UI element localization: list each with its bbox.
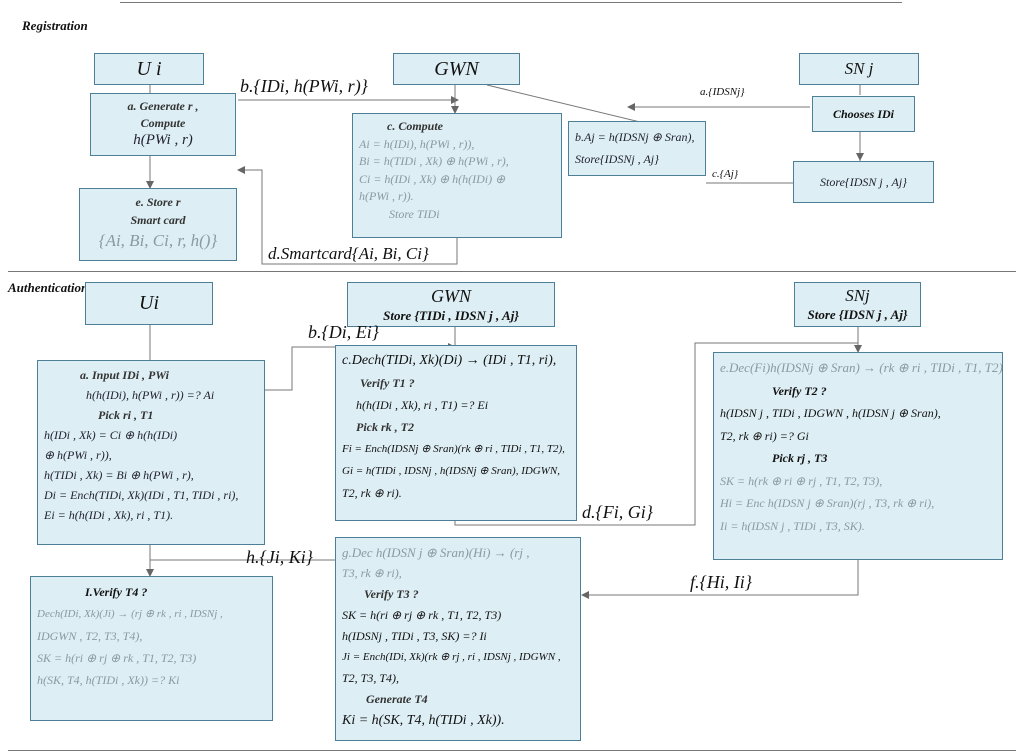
auth-a-line-1: h(h(IDi), h(PWi , r)) =? Ai	[86, 388, 215, 402]
auth-e-line-1: Verify T2 ?	[772, 383, 827, 398]
auth-c-line-1: Verify T1 ?	[360, 376, 415, 390]
auth-ui-entity: Ui	[85, 282, 213, 325]
reg-gwn-label: GWN	[434, 57, 479, 80]
auth-msg-d: d.{Fi, Gi}	[582, 502, 653, 522]
reg-snj-label: SN j	[844, 59, 874, 78]
reg-snj-entity: SN j	[799, 53, 919, 85]
reg-gwn-b-arrow	[486, 84, 641, 123]
reg-c-line-0: c. Compute	[387, 119, 443, 133]
auth-box-e: e.Dec(Fi)h(IDSNj ⊕ Sran) → (rk ⊕ ri , TI…	[713, 352, 1003, 560]
auth-i-line-2: IDGWN , T2, T3, T4),	[37, 629, 143, 643]
auth-a-line-6: Di = Ench(TIDi, Xk)(IDi , T1, TIDi , ri)…	[44, 488, 239, 502]
reg-a-arrow	[628, 85, 861, 107]
reg-c-line-1: Ai = h(IDi), h(PWi , r)),	[359, 136, 475, 151]
auth-c-line-5: Gi = h(TIDi , IDSNj , h(IDSNj ⊕ Sran), I…	[342, 465, 560, 477]
reg-box-chooses: Chooses IDi	[812, 96, 915, 132]
auth-g-line-3: SK = h(ri ⊕ rj ⊕ rk , T1, T2, T3)	[342, 608, 502, 622]
reg-a-line-2: h(PWi , r)	[133, 132, 193, 148]
reg-box-e: e. Store r Smart card {Ai, Bi, Ci, r, h(…	[79, 188, 237, 261]
reg-ui-entity: U i	[94, 53, 204, 85]
reg-box-a: a. Generate r , Compute h(PWi , r)	[90, 93, 236, 156]
auth-snj-label: SNj	[845, 286, 870, 305]
auth-msg-h: h.{Ji, Ki}	[246, 547, 313, 567]
auth-c-line-4: Fi = Ench(IDSNj ⊕ Sran)(rk ⊕ ri , TIDi ,…	[342, 443, 565, 455]
auth-e-line-0: e.Dec(Fi)h(IDSNj ⊕ Sran) → (rk ⊕ ri , TI…	[720, 360, 1003, 375]
reg-e-line-1: Smart card	[130, 213, 186, 227]
reg-c-line-4: h(PWi , r)).	[359, 189, 414, 203]
reg-msg-a: a.{IDSNj}	[700, 86, 745, 98]
reg-chooses-text: Chooses IDi	[832, 106, 894, 121]
reg-d-arrow	[237, 166, 458, 265]
auth-msg-f: f.{Hi, Ii}	[690, 572, 752, 592]
auth-c-line-6: T2, rk ⊕ ri).	[342, 486, 402, 500]
reg-a-line-0: a. Generate r ,	[127, 99, 199, 113]
auth-a-line-2: Pick ri , T1	[98, 408, 154, 422]
reg-c-line-5: Store TIDi	[389, 206, 440, 221]
reg-a-line-1: Compute	[140, 116, 186, 130]
reg-ui-label: U i	[136, 57, 162, 80]
auth-g-line-4: h(IDSNj , TIDi , T3, SK) =? Ii	[342, 629, 487, 643]
reg-e-line-2: {Ai, Bi, Ci, r, h()}	[98, 231, 218, 250]
auth-g-line-7: Generate T4	[366, 692, 428, 706]
reg-b-line-1: Store{IDSNj , Aj}	[575, 152, 659, 166]
reg-e-line-0: e. Store r	[135, 195, 181, 209]
auth-box-i: I.Verify T4 ? Dech(IDi, Xk)(Ji) → (rj ⊕ …	[30, 576, 273, 721]
reg-c-line-2: Bi = h(TIDi , Xk) ⊕ h(PWi , r),	[359, 154, 509, 168]
auth-g-line-5: Ji = Ench(IDi, Xk)(rk ⊕ rj , ri , IDSNj …	[342, 651, 561, 663]
auth-a-line-0: a. Input IDi , PWi	[80, 368, 169, 382]
auth-g-line-1: T3, rk ⊕ ri),	[342, 566, 402, 580]
reg-msg-b: b.{IDi, h(PWi, r)}	[240, 76, 368, 96]
reg-box-b: b.Aj = h(IDSNj ⊕ Sran), Store{IDSNj , Aj…	[568, 121, 706, 176]
auth-i-line-3: SK = h(ri ⊕ rj ⊕ rk , T1, T2, T3)	[37, 651, 197, 665]
auth-box-c: c.Dech(TIDi, Xk)(Di) → (IDi , T1, ri), V…	[335, 345, 577, 521]
top-rule	[120, 2, 902, 3]
registration-rule	[8, 271, 1016, 272]
auth-e-line-5: SK = h(rk ⊕ ri ⊕ rj , T1, T2, T3),	[720, 473, 883, 488]
reg-msg-c: c.{Aj}	[712, 168, 739, 180]
auth-c-line-0: c.Dech(TIDi, Xk)(Di) → (IDi , T1, ri),	[342, 353, 557, 368]
auth-e-line-2: h(IDSN j , TIDi , IDGWN , h(IDSN j ⊕ Sra…	[720, 406, 941, 420]
reg-box-store-sn: Store{IDSN j , Aj}	[793, 161, 934, 203]
auth-box-a: a. Input IDi , PWi h(h(IDi), h(PWi , r))…	[37, 360, 265, 545]
auth-e-line-7: Ii = h(IDSN j , TIDi , T3, SK).	[720, 518, 865, 533]
auth-g-line-8: Ki = h(SK, T4, h(TIDi , Xk)).	[342, 713, 505, 728]
auth-snj-store: Store {IDSN j , Aj}	[807, 307, 908, 322]
auth-g-line-0: g.Dec h(IDSN j ⊕ Sran)(Hi) → (rj ,	[342, 545, 530, 560]
auth-snj-entity: SNj Store {IDSN j , Aj}	[794, 282, 921, 327]
auth-i-line-0: I.Verify T4 ?	[85, 585, 148, 599]
auth-gwn-entity: GWN Store {TIDi , IDSN j , Aj}	[347, 282, 555, 327]
auth-a-line-4: ⊕ h(PWi , r)),	[44, 448, 112, 462]
auth-ui-label: Ui	[139, 292, 159, 314]
auth-gwn-store: Store {TIDi , IDSN j , Aj}	[383, 307, 519, 323]
auth-c-line-3: Pick rk , T2	[356, 420, 414, 434]
auth-e-line-4: Pick rj , T3	[772, 451, 828, 465]
registration-label: Registration	[22, 18, 88, 33]
auth-a-line-3: h(IDi , Xk) = Ci ⊕ h(h(IDi)	[44, 428, 178, 442]
auth-f-arrow	[581, 560, 859, 599]
bottom-rule	[8, 750, 1016, 751]
auth-e-line-6: Hi = Enc h(IDSN j ⊕ Sran)(rj , T3, rk ⊕ …	[720, 496, 935, 510]
auth-e-line-3: T2, rk ⊕ ri) =? Gi	[720, 428, 809, 443]
auth-box-g: g.Dec h(IDSN j ⊕ Sran)(Hi) → (rj , T3, r…	[335, 537, 581, 741]
reg-msg-d: d.Smartcard{Ai, Bi, Ci}	[268, 244, 429, 263]
reg-b-line-0: b.Aj = h(IDSNj ⊕ Sran),	[575, 130, 695, 144]
auth-c-line-2: h(h(IDi , Xk), ri , T1) =? Ei	[356, 398, 489, 412]
auth-i-line-1: Dech(IDi, Xk)(Ji) → (rj ⊕ rk , ri , IDSN…	[37, 608, 223, 620]
auth-g-line-6: T2, T3, T4),	[342, 671, 400, 685]
reg-box-c: c. Compute Ai = h(IDi), h(PWi , r)), Bi …	[352, 113, 562, 238]
auth-g-line-2: Verify T3 ?	[364, 587, 419, 601]
auth-a-line-5: h(TIDi , Xk) = Bi ⊕ h(PWi , r),	[44, 468, 194, 482]
auth-msg-b: b.{Di, Ei}	[308, 322, 379, 342]
reg-gwn-entity: GWN	[393, 53, 520, 85]
auth-gwn-label: GWN	[431, 285, 471, 306]
auth-i-line-4: h(SK, T4, h(TIDi , Xk)) =? Ki	[37, 673, 180, 687]
reg-store-sn-text: Store{IDSN j , Aj}	[820, 174, 907, 189]
reg-c-line-3: Ci = h(IDi , Xk) ⊕ h(h(IDi) ⊕	[359, 171, 506, 186]
auth-d-arrow	[454, 342, 862, 526]
authentication-label: Authentication	[8, 280, 89, 295]
auth-a-line-7: Ei = h(h(IDi , Xk), ri , T1).	[44, 508, 174, 522]
